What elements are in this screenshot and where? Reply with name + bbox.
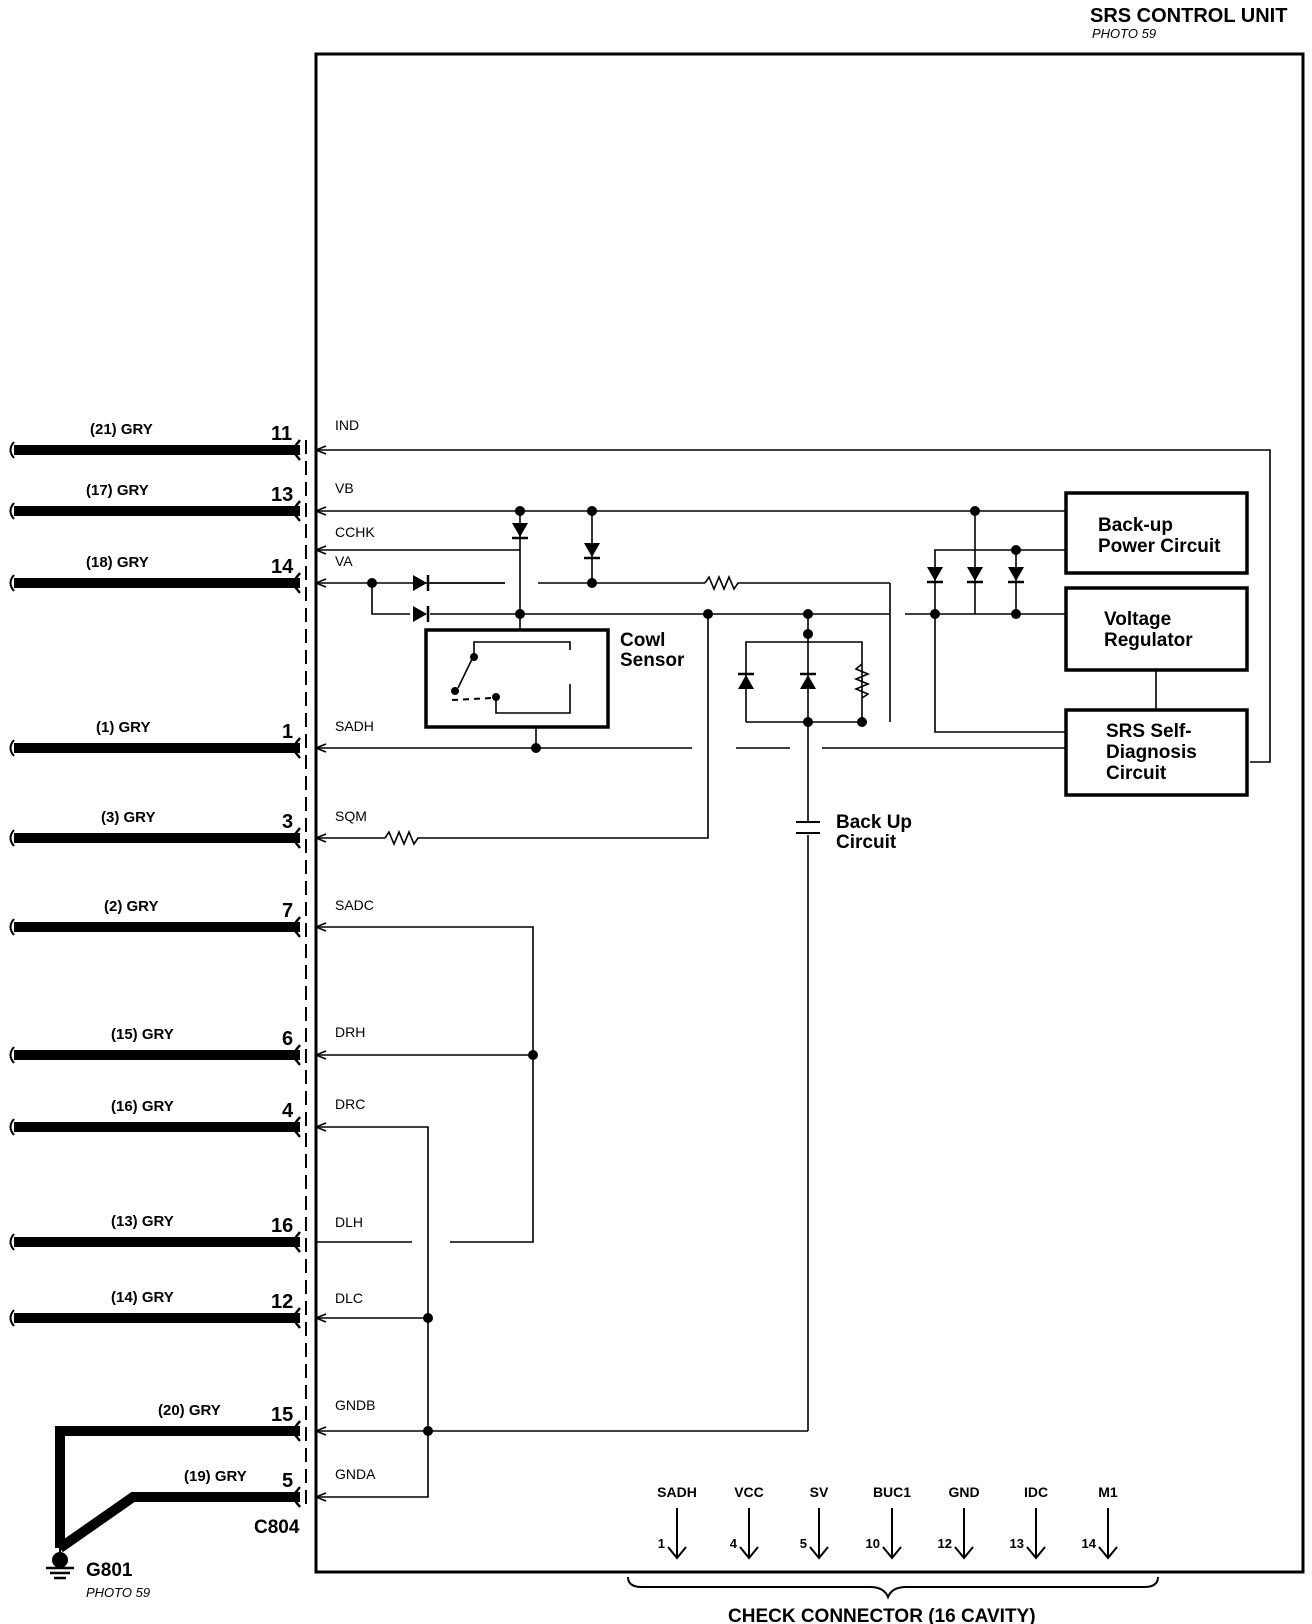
pin-numbers: 11 13 14 1 3 7 6 4 16 12 15 5 <box>271 423 294 1492</box>
srs-control-unit-box <box>314 52 1305 1574</box>
backup-circuit-label-2: Circuit <box>836 832 897 853</box>
ground-icon <box>46 1548 74 1580</box>
pin-number: 16 <box>271 1215 293 1237</box>
connector-c804-label: C804 <box>254 1517 300 1538</box>
cowl-sensor-label-2: Sensor <box>620 650 685 671</box>
check-terminal-name: GND <box>948 1484 979 1500</box>
self-diagnosis-block: SRS Self- Diagnosis Circuit <box>1064 708 1249 797</box>
pin-number: 11 <box>271 423 292 445</box>
down-arrow-icon <box>809 1508 829 1560</box>
signal-label: SADH <box>335 718 374 734</box>
wire-label: (19) GRY <box>184 1468 247 1485</box>
down-arrow-icon <box>1098 1508 1118 1560</box>
wire-label: (16) GRY <box>111 1098 174 1115</box>
pin-number: 3 <box>282 811 293 833</box>
signal-label: SQM <box>335 808 367 824</box>
check-terminal-number: 12 <box>938 1536 952 1551</box>
backup-power-block: Back-up Power Circuit <box>1064 491 1249 575</box>
signal-label: DLC <box>335 1290 363 1306</box>
check-terminal: SADH 1 <box>657 1484 697 1560</box>
check-terminal: BUC1 10 <box>866 1484 911 1560</box>
signal-label: CCHK <box>335 524 375 540</box>
pin-number: 5 <box>282 1470 293 1492</box>
wire-label: (14) GRY <box>111 1289 174 1306</box>
backup-power-label-1: Back-up <box>1098 515 1173 536</box>
signal-label: VB <box>335 480 354 496</box>
check-terminal-name: IDC <box>1024 1484 1048 1500</box>
check-connector-brace <box>627 1576 1159 1600</box>
check-terminal: SV 5 <box>800 1484 829 1560</box>
wire-break-marks <box>9 441 15 1327</box>
check-terminal-number: 14 <box>1082 1536 1097 1551</box>
wire-label: (18) GRY <box>86 554 149 571</box>
external-wires <box>14 445 300 1553</box>
check-terminal: IDC 13 <box>1010 1484 1048 1560</box>
connector-chevrons <box>290 439 301 1508</box>
check-terminal-name: M1 <box>1098 1484 1118 1500</box>
signal-label: GNDB <box>335 1397 375 1413</box>
check-terminal-name: SADH <box>657 1484 697 1500</box>
self-diagnosis-label-1: SRS Self- <box>1106 721 1192 742</box>
wire-label: (17) GRY <box>86 482 149 499</box>
pin-number: 6 <box>282 1028 293 1050</box>
voltage-regulator-block: Voltage Regulator <box>1064 586 1249 672</box>
backup-circuit-label-1: Back Up <box>836 812 912 833</box>
wire-label: (2) GRY <box>104 898 158 915</box>
voltage-regulator-label-2: Regulator <box>1104 630 1193 651</box>
check-terminal-name: BUC1 <box>873 1484 911 1500</box>
backup-circuit: Back Up Circuit <box>745 614 912 853</box>
unit-title: SRS CONTROL UNIT <box>1090 5 1287 27</box>
check-terminal-name: SV <box>810 1484 829 1500</box>
down-arrow-icon <box>882 1508 902 1560</box>
cowl-sensor: Cowl Sensor <box>424 628 685 729</box>
signal-label: VA <box>335 553 353 569</box>
internal-wiring <box>315 445 1271 1502</box>
self-diagnosis-label-3: Circuit <box>1106 763 1167 784</box>
pin-number: 13 <box>271 484 293 506</box>
pin-number: 1 <box>282 721 293 743</box>
ground-g801-label: G801 <box>86 1560 133 1581</box>
pin-number: 7 <box>282 900 293 922</box>
check-connector-title: CHECK CONNECTOR (16 CAVITY) <box>728 1606 1036 1624</box>
check-terminal-number: 5 <box>800 1536 807 1551</box>
pin-number: 14 <box>271 556 294 578</box>
signal-label: DRH <box>335 1024 365 1040</box>
signal-labels: IND VB CCHK VA SADH SQM SADC DRH DRC DLH… <box>335 417 376 1482</box>
backup-power-label-2: Power Circuit <box>1098 536 1221 557</box>
wire-label: (13) GRY <box>111 1213 174 1230</box>
down-arrow-icon <box>954 1508 974 1560</box>
ground-photo-ref: PHOTO 59 <box>86 1585 150 1600</box>
pin-number: 4 <box>282 1100 294 1122</box>
self-diagnosis-label-2: Diagnosis <box>1106 742 1197 763</box>
signal-label: GNDA <box>335 1466 376 1482</box>
cowl-sensor-label-1: Cowl <box>620 630 665 651</box>
signal-label: DRC <box>335 1096 365 1112</box>
down-arrow-icon <box>739 1508 759 1560</box>
pin-number: 12 <box>271 1291 293 1313</box>
wire-label: (3) GRY <box>101 809 155 826</box>
check-terminal: M1 14 <box>1082 1484 1118 1560</box>
down-arrow-icon <box>667 1508 687 1560</box>
pin-number: 15 <box>271 1404 293 1426</box>
check-connector-terminals: SADH 1 VCC 4 SV 5 BUC1 10 GND 12 IDC 13 M1 14 <box>657 1484 1118 1560</box>
check-terminal-number: 4 <box>730 1536 738 1551</box>
wire-label: (20) GRY <box>158 1402 221 1419</box>
voltage-regulator-label-1: Voltage <box>1104 609 1171 630</box>
check-terminal-number: 13 <box>1010 1536 1024 1551</box>
check-terminal-name: VCC <box>734 1484 764 1500</box>
check-terminal: GND 12 <box>938 1484 980 1560</box>
unit-photo-ref: PHOTO 59 <box>1092 26 1156 41</box>
check-terminal-number: 1 <box>658 1536 665 1551</box>
wire-label: (1) GRY <box>96 719 150 736</box>
down-arrow-icon <box>1026 1508 1046 1560</box>
check-terminal-number: 10 <box>866 1536 880 1551</box>
signal-label: IND <box>335 417 359 433</box>
check-terminal: VCC 4 <box>730 1484 764 1560</box>
signal-label: DLH <box>335 1214 363 1230</box>
wire-label: (21) GRY <box>90 421 153 438</box>
wire-label: (15) GRY <box>111 1026 174 1043</box>
wire-labels: (21) GRY (17) GRY (18) GRY (1) GRY (3) G… <box>86 421 247 1485</box>
signal-label: SADC <box>335 897 374 913</box>
